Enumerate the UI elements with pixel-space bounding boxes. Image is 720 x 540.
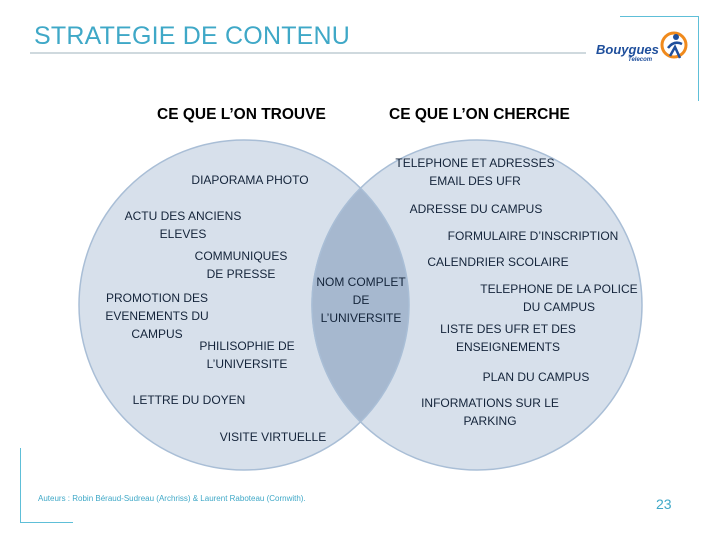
page-number: 23: [656, 496, 672, 512]
logo-mark-icon: [660, 31, 688, 59]
left-item: VISITE VIRTUELLE: [219, 430, 327, 444]
corner-frame-bottom-left: [20, 448, 73, 523]
bouygues-telecom-logo: Bouygues Telecom: [588, 28, 692, 74]
logo-brand-text: Bouygues: [596, 42, 659, 57]
overlap-region: [311, 187, 410, 423]
left-item: DIAPORAMA PHOTO: [191, 173, 309, 187]
right-heading: CE QUE L’ON CHERCHE: [389, 106, 570, 123]
corner-frame-top-right: [620, 16, 699, 101]
right-item: FORMULAIRE D’INSCRIPTION: [447, 229, 619, 243]
footer-credits: Auteurs : Robin Béraud-Sudreau (Archriss…: [38, 494, 306, 503]
right-item: PLAN DU CAMPUS: [482, 370, 590, 384]
right-item: CALENDRIER SCOLAIRE: [427, 255, 569, 269]
title-divider: [30, 52, 586, 54]
left-item: LETTRE DU DOYEN: [132, 393, 246, 407]
slide-title: STRATEGIE DE CONTENU: [34, 22, 351, 50]
right-item: ADRESSE DU CAMPUS: [409, 202, 543, 216]
logo-sub-text: Telecom: [628, 57, 653, 63]
left-heading: CE QUE L’ON TROUVE: [157, 106, 326, 123]
